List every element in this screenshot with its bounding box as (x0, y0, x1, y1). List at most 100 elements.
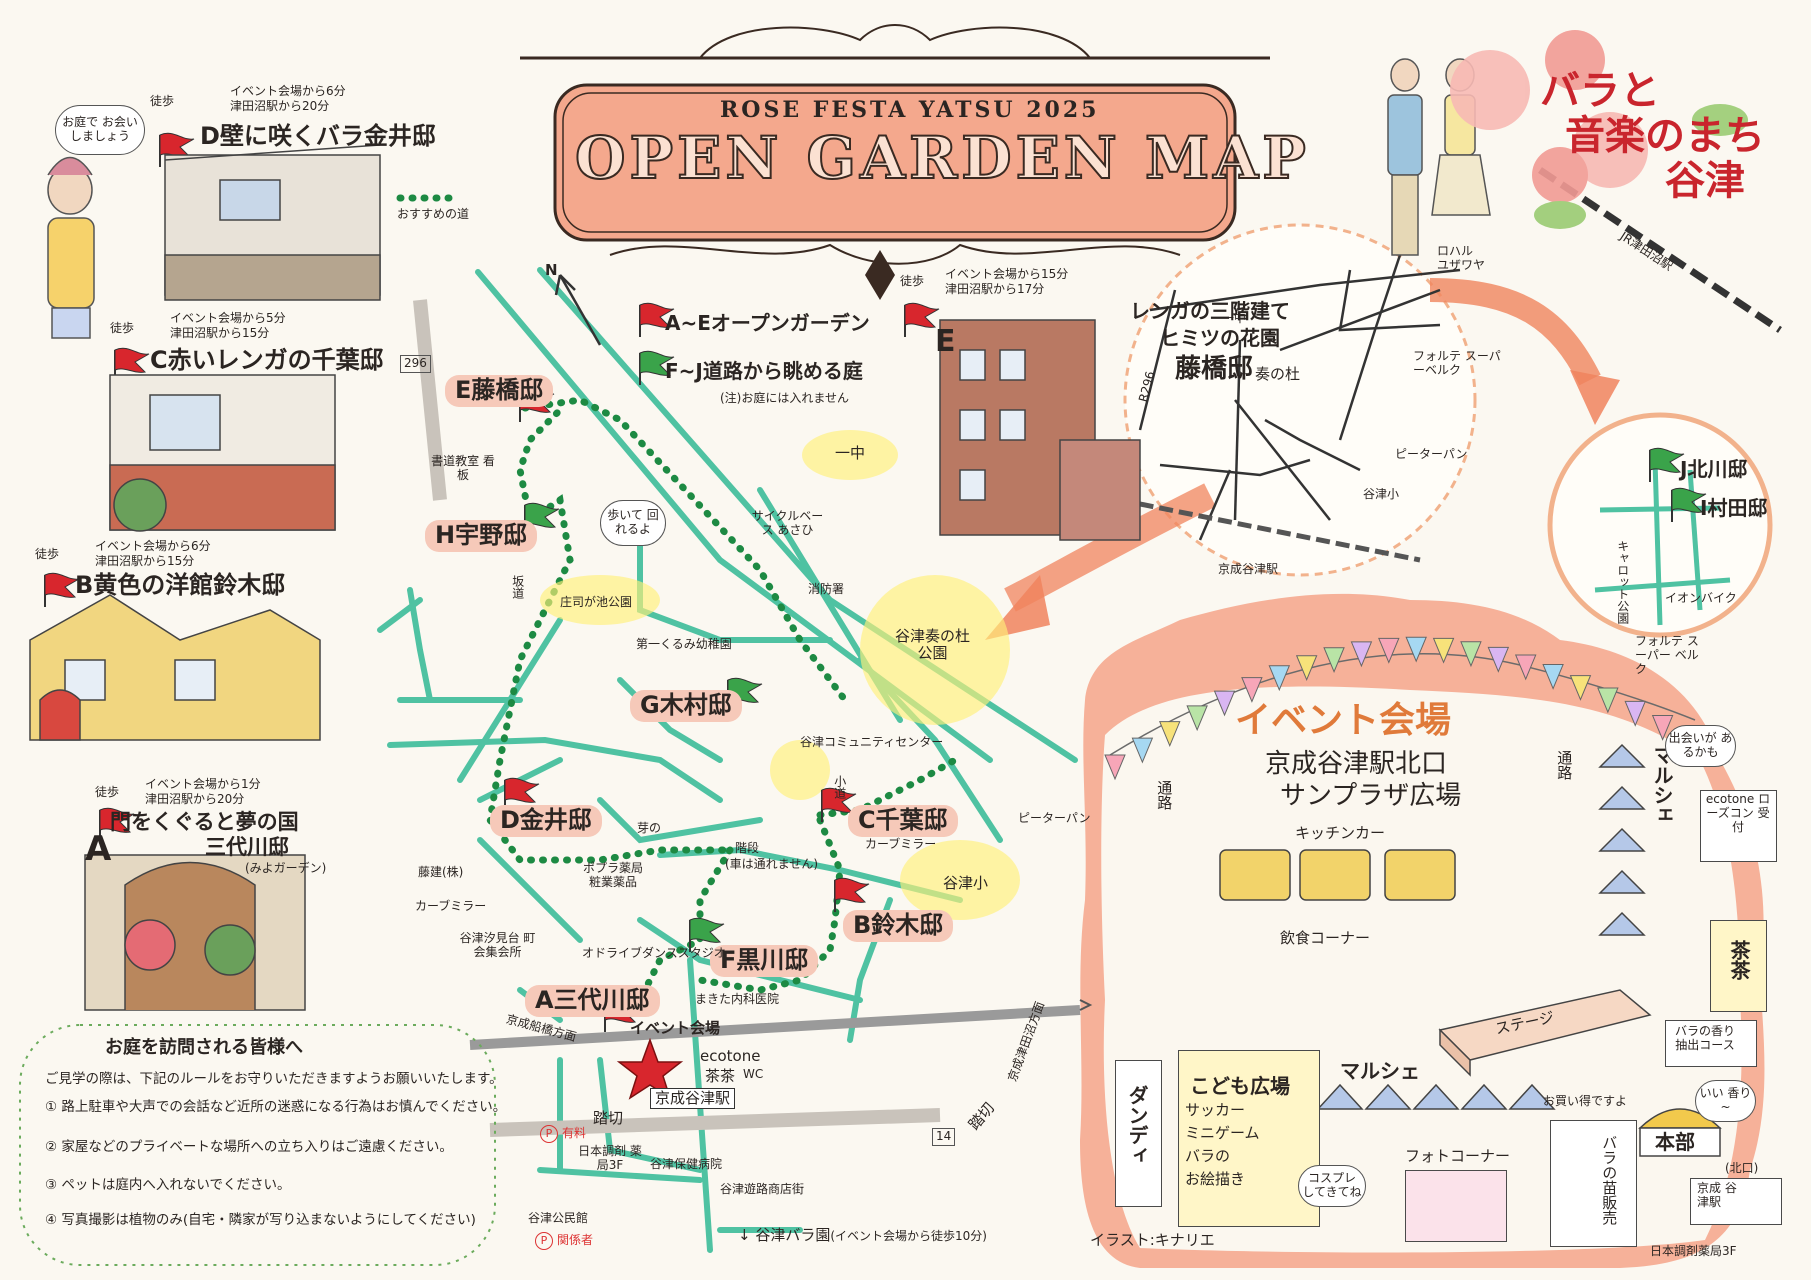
parking-icon: P (540, 1125, 558, 1143)
house-e (939, 319, 1141, 541)
rule-num-3: ③ (45, 1177, 62, 1193)
zoom-label-i[interactable]: I村田邸 (1700, 496, 1768, 520)
garden-d-walk2: 津田沼駅から20分 (230, 99, 330, 113)
kitchen-label: キッチンカー (1295, 824, 1386, 842)
event-sub1: 京成谷津駅北口 (1265, 749, 1448, 779)
dandy-label: ダンディ (1125, 1085, 1149, 1165)
pharmacy-label: 日本調剤薬局3F (1650, 1244, 1737, 1258)
kurumi-label: 第一くるみ幼稚園 (636, 637, 732, 651)
rules-intro: ご見学の際は、下記のルールをお守りいただきますようお願いいたします。 (45, 1071, 503, 1087)
map-label-c-text: C千葉邸 (848, 805, 958, 837)
area-map-roads (1138, 254, 1461, 541)
map-label-f-text: F黒川邸 (710, 945, 819, 977)
garden-e-walk2: 津田沼駅から17分 (945, 282, 1045, 296)
curve-mirror-label: カーブミラー (865, 837, 937, 851)
area-forte-label: フォルテ スーパーベルク (1413, 349, 1501, 377)
yatsu-park-label: 谷津奏の杜 公園 (894, 627, 970, 663)
yatsusho-label: 谷津小 (943, 874, 989, 892)
map-label-a[interactable]: A三代川邸 (525, 985, 660, 1017)
map-label-h[interactable]: H宇野邸 (425, 520, 538, 552)
food-label: 飲食コーナー (1280, 929, 1371, 947)
area-map-circle (1123, 223, 1477, 577)
pennant-flag (1268, 665, 1291, 692)
slogan-line1: バラと (1540, 68, 1660, 114)
community-label: 谷津コミュニティセンター (800, 735, 944, 749)
map-label-f[interactable]: F黒川邸 (710, 945, 819, 977)
couple-illustration (1387, 58, 1491, 256)
photo-corner (1405, 1170, 1507, 1242)
kids-item4: お絵描き (1185, 1170, 1246, 1188)
cycle-label: サイクルベース あさひ (751, 509, 824, 537)
legend-road-gardens: F~J道路から眺める庭 (665, 359, 863, 383)
station-box (1690, 1178, 1782, 1225)
rules-frame (19, 1024, 496, 1266)
map-label-c[interactable]: C千葉邸 (848, 805, 958, 837)
garden-d-title: 壁に咲くバラ金井邸 (219, 122, 436, 150)
garden-b-title: 黄色の洋館鈴木邸 (93, 571, 286, 599)
house-a (84, 854, 306, 1011)
garden-c-name[interactable]: C赤いレンガの千葉邸 (150, 346, 384, 375)
komichi-label: 小道 (832, 775, 847, 799)
pennant-flag (1487, 646, 1510, 673)
garden-a-walk: イベント会場から1分 (145, 777, 261, 791)
garden-a-walk2: 津田沼駅から20分 (145, 792, 245, 806)
kitchen-cars (1219, 849, 1456, 901)
zoom-label-j[interactable]: J北川邸 (1680, 457, 1748, 481)
event-venue-label[interactable]: イベント会場 (630, 1019, 721, 1037)
slogan-line3: 谷津 (1665, 158, 1745, 204)
stage (1438, 989, 1652, 1077)
garden-a-name: 門をくぐると夢の国 (110, 810, 299, 834)
nice-scent-bubble: いい 香り~ (1695, 1080, 1756, 1122)
map-label-e[interactable]: E藤橋邸 (445, 375, 554, 407)
chacha-booth (1710, 920, 1767, 1012)
zoom-forte-label: フォルテ スーパー ベルク (1635, 634, 1699, 676)
marche-tent (1598, 785, 1646, 810)
map-label-b[interactable]: B鈴木邸 (843, 910, 954, 942)
seedling-label: バラの苗販売 (1600, 1135, 1619, 1225)
rose-garden-label[interactable]: ↓ 谷津バラ園(イベント会場から徒歩10分) (738, 1226, 987, 1244)
pennant-flag (1241, 677, 1263, 703)
rohaseu-label: ロハル ユザワヤ (1437, 244, 1486, 272)
garden-b-letter: B (75, 571, 94, 599)
pennant-flag (1350, 641, 1373, 668)
nihon-chozai-label: 日本調剤 薬局3F (578, 1144, 642, 1172)
flag-b (834, 877, 870, 912)
garden-e-letter: E (935, 324, 956, 359)
pennant-flag (1460, 641, 1482, 668)
garden-c-walk: イベント会場から5分 (170, 311, 286, 325)
zoom-arrow-head (1570, 370, 1620, 425)
legend-flag-green (639, 350, 675, 385)
map-label-d-text: D金井邸 (490, 805, 602, 837)
pennant-flag (1651, 715, 1674, 741)
pennant-flag (1514, 654, 1537, 681)
dandy-booth (1115, 1060, 1162, 1207)
flag-cloth (639, 302, 675, 328)
map-label-d[interactable]: D金井邸 (490, 805, 602, 837)
garden-b-walk: イベント会場から6分 (95, 539, 211, 553)
station-label[interactable]: 京成谷津駅 (650, 1088, 736, 1110)
recommended-path (486, 396, 959, 1004)
garden-d-name[interactable]: D壁に咲くバラ金井邸 (200, 122, 436, 151)
rule-item-4: ④ 写真撮影は植物のみ(自宅・隣家が写り込まないようにしてください) (45, 1212, 476, 1229)
flag-cloth (159, 132, 195, 158)
flag-cloth (1671, 487, 1707, 513)
community-center (770, 740, 830, 800)
road-14-label: 14 (932, 1128, 956, 1146)
house-d (164, 144, 381, 301)
garden-a-name2: 三代川邸 (205, 835, 289, 859)
garden-e-desc1: レンガの三階建て (1130, 299, 1290, 323)
garden-b-name[interactable]: B黄色の洋館鈴木邸 (75, 571, 286, 600)
shodo-label: 書道教室 看板 (431, 454, 495, 482)
garden-a-letter: A (85, 829, 112, 869)
ecotone-label: ecotone (700, 1047, 761, 1065)
flag-c (821, 787, 857, 822)
flag-cloth (639, 350, 675, 376)
kids-title: こども広場 (1190, 1074, 1290, 1098)
marche-tent (1598, 869, 1646, 894)
fujitate-label: 藤建(株) (418, 865, 464, 879)
rule-text-2: 家屋などのプライベートな場所への立ち入りはご遠慮ください。 (61, 1139, 453, 1155)
legend-path-label: おすすめの道 (397, 207, 470, 221)
map-label-g[interactable]: G木村邸 (630, 690, 742, 722)
honbu-label: 本部 (1655, 1130, 1695, 1154)
